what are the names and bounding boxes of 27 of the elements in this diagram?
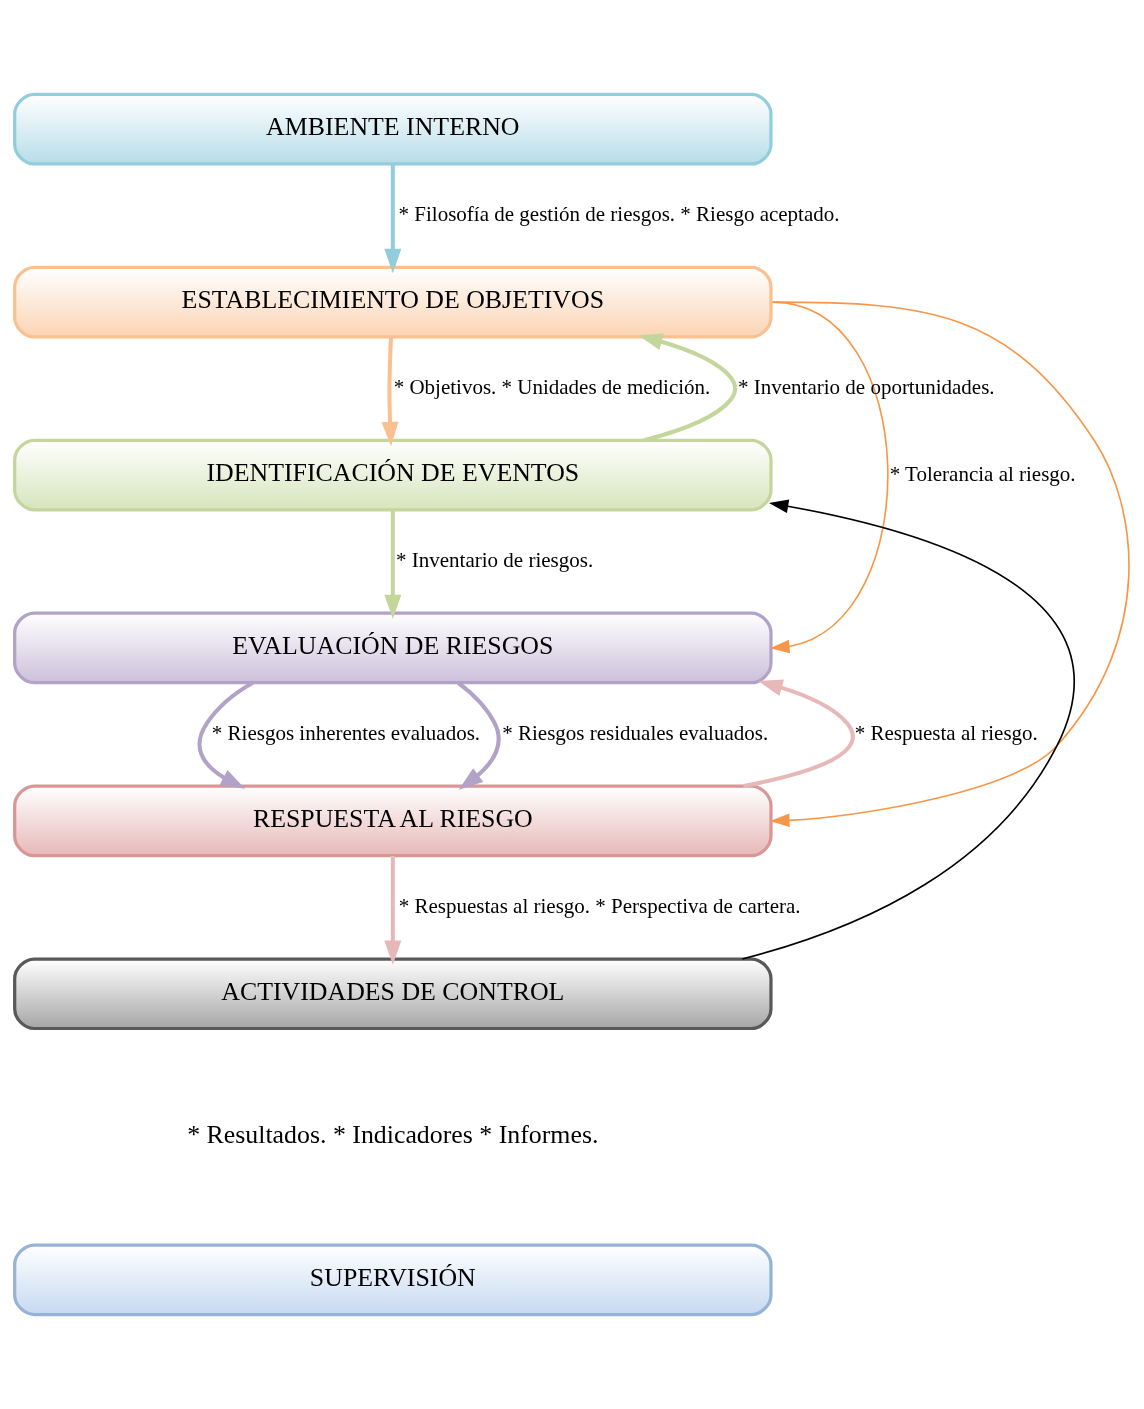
- edge-label: * Riesgos residuales evaluados.: [502, 720, 769, 745]
- arrow: [384, 164, 402, 274]
- arrow: [381, 337, 399, 447]
- arrow: [384, 856, 402, 965]
- edge-label: * Filosofía de gestión de riesgos. * Riesgo aceptado.: [398, 202, 840, 227]
- node-box: IDENTIFICACIÓN DE EVENTOS: [13, 438, 773, 512]
- edge-label: * Riesgos inherentes evaluados.: [211, 720, 481, 745]
- edge-label: * Respuesta al riesgo.: [854, 720, 1038, 745]
- arrow: [742, 679, 855, 788]
- arrow: [384, 510, 402, 619]
- arrow: [770, 301, 1130, 828]
- arrow: [456, 681, 501, 790]
- node-box: ACTIVIDADES DE CONTROL: [13, 957, 773, 1031]
- node-box: RESPUESTA AL RIESGO: [13, 784, 773, 858]
- arrow: [770, 301, 889, 654]
- edge-label: * Respuestas al riesgo. * Perspectiva de cartera.: [398, 893, 801, 918]
- node-box: AMBIENTE INTERNO: [13, 92, 773, 166]
- node-box: ESTABLECIMIENTO DE OBJETIVOS: [13, 265, 773, 339]
- edge-label: * Objetivos. * Unidades de medición.: [393, 375, 711, 400]
- node-box: SUPERVISIÓN: [13, 1243, 773, 1317]
- edge-label: * Tolerancia al riesgo.: [889, 461, 1076, 486]
- edge-label: * Inventario de riesgos.: [396, 547, 594, 572]
- arrow: [197, 681, 254, 789]
- arrow: [638, 333, 738, 443]
- label: * Resultados. * Indicadores * Informes.: [187, 1119, 599, 1149]
- node-box: EVALUACIÓN DE RIESGOS: [13, 611, 773, 685]
- arrow: [741, 499, 1075, 960]
